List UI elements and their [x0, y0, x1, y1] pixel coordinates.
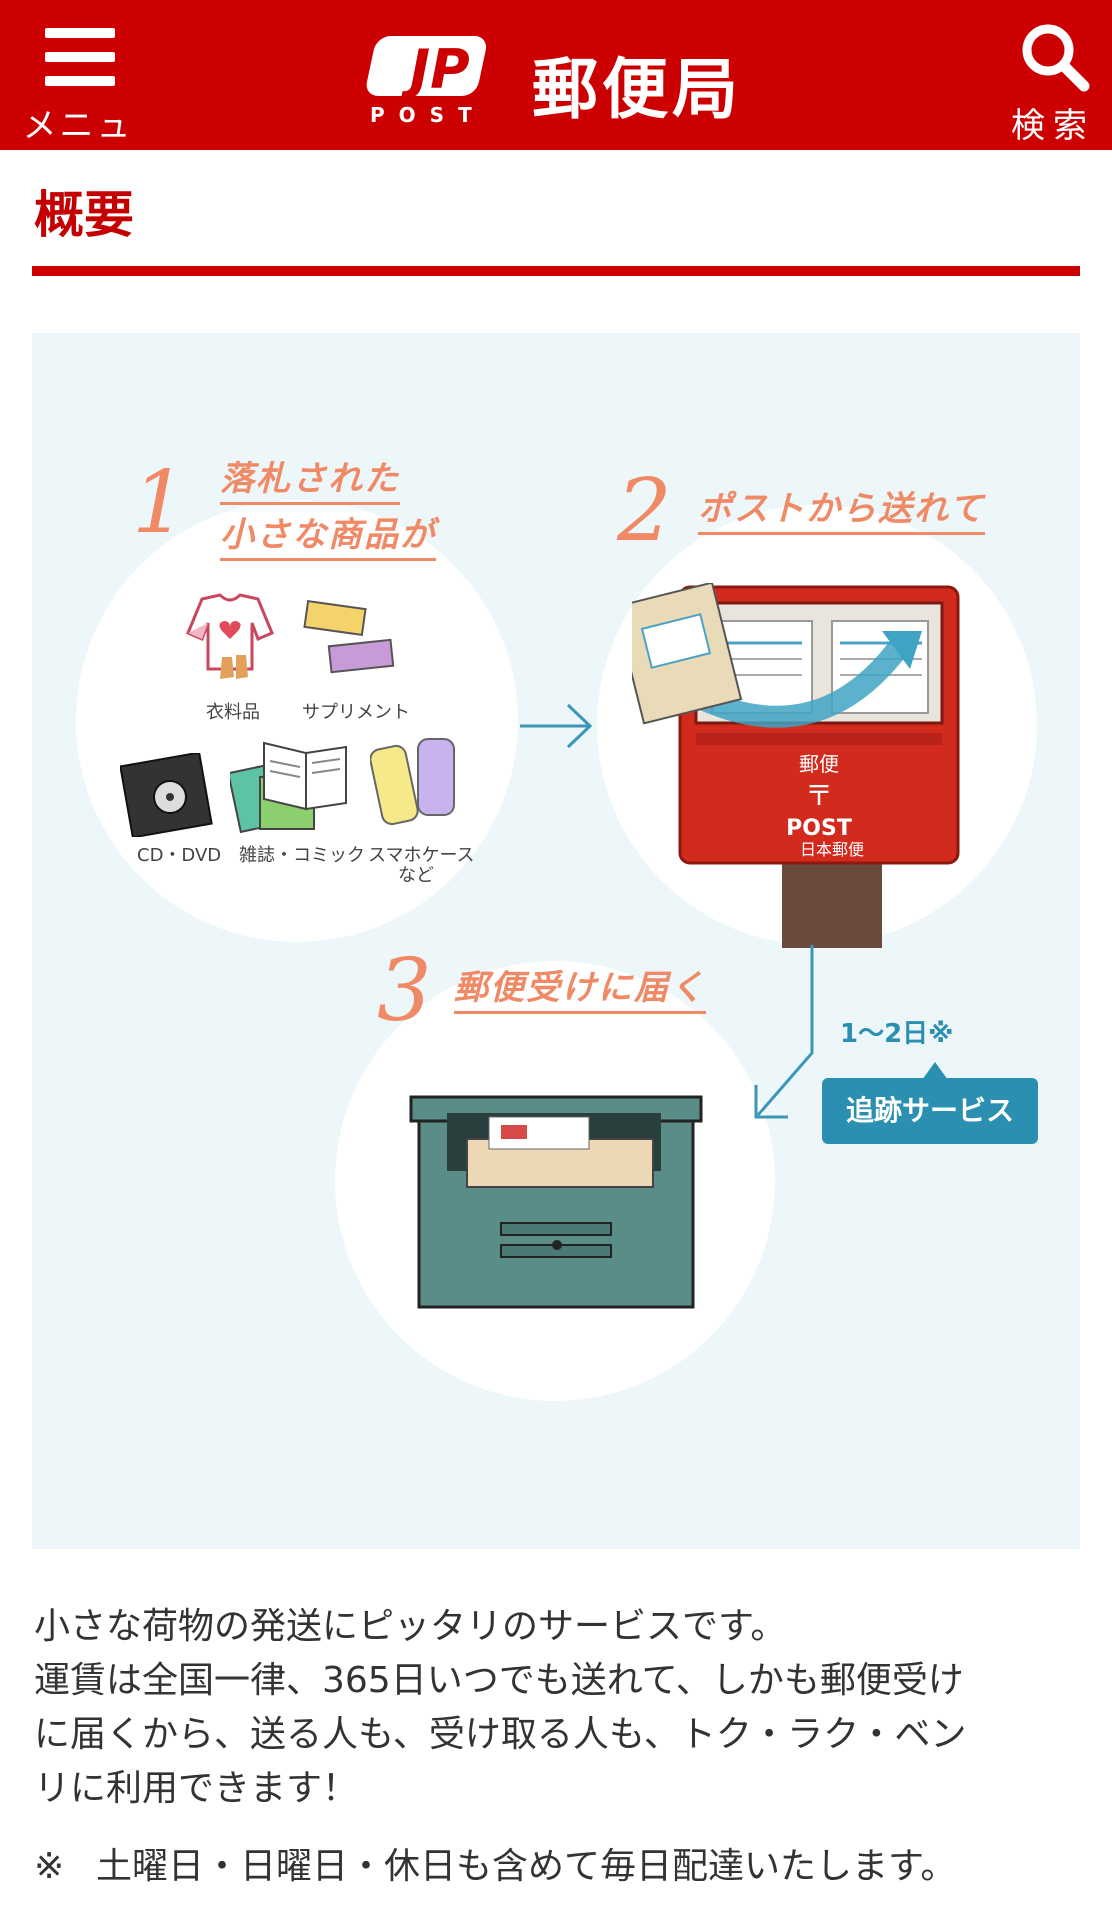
postbox-label-yubin: 郵便 — [799, 752, 839, 776]
tracking-pointer — [922, 1062, 948, 1080]
delivery-note: ※ 土曜日・日曜日・休日も含めて毎日配達いたします。 — [34, 1840, 1084, 1894]
note-text: 土曜日・日曜日・休日も含めて毎日配達いたします。 — [96, 1846, 957, 1887]
description-line-3: に届くから、送る人も、受け取る人も、トク・ラク・ベン — [34, 1714, 967, 1755]
brand-name: 郵便局 — [532, 51, 742, 128]
logo-sub: POST — [370, 103, 486, 126]
cd-dvd-icon — [120, 753, 213, 837]
item-label-phone-case: スマホケース — [368, 845, 475, 866]
search-button[interactable]: 検索 — [1000, 18, 1106, 146]
app-header: メニュー JP POST 郵便局 検索 — [0, 0, 1112, 195]
step2-number: 2 — [617, 461, 672, 561]
delivery-days: 1～2日※ — [840, 1019, 954, 1049]
step1-number: 1 — [132, 453, 187, 553]
item-label-clothing: 衣料品 — [206, 702, 260, 723]
step2-text: ポストから送れて — [698, 481, 985, 535]
step1-circle — [76, 500, 518, 942]
description-line-1: 小さな荷物の発送にピッタリのサービスです。 — [34, 1606, 787, 1647]
item-label-etc: など — [398, 865, 434, 886]
item-label-cd-dvd: CD・DVD — [137, 845, 222, 866]
service-illustration: 1 落札された 小さな商品が 衣料品 サプリメント CD・DVD 雑誌・コミック… — [32, 333, 1080, 1549]
section-divider — [32, 266, 1080, 276]
description-line-2: 運賃は全国一律、365日いつでも送れて、しかも郵便受け — [34, 1660, 964, 1701]
postbox-label-japanpost: 日本郵便 — [800, 840, 864, 859]
menu-button[interactable]: メニュー — [8, 18, 148, 195]
postbox-illustration: 郵便 〒 POST 日本郵便 — [632, 583, 960, 948]
arrow-right-icon — [520, 703, 593, 749]
supplement-icon — [303, 599, 395, 674]
search-icon — [1022, 24, 1090, 92]
arrow-down-left-icon — [754, 945, 814, 1119]
step1-text-line2: 小さな商品が — [220, 507, 436, 561]
service-description: 小さな荷物の発送にピッタリのサービスです。 運賃は全国一律、365日いつでも送れ… — [34, 1600, 1084, 1816]
tracking-service-button[interactable]: 追跡サービス — [822, 1078, 1038, 1144]
step1-text-line1: 落札された — [220, 451, 400, 505]
jp-post-logo[interactable]: JP POST 郵便局 — [366, 30, 756, 130]
postbox-postal-mark: 〒 — [805, 779, 833, 812]
note-mark: ※ — [34, 1846, 65, 1887]
item-label-supplement: サプリメント — [302, 702, 410, 723]
section-title: 概要 — [34, 186, 134, 244]
description-line-4: リに利用できます！ — [34, 1768, 359, 1809]
search-label: 検索 — [1011, 106, 1095, 146]
step3-number: 3 — [377, 941, 432, 1041]
magazine-icon — [230, 741, 347, 834]
mailbox-illustration — [409, 1095, 703, 1309]
clothing-icon — [186, 593, 274, 679]
logo-text: JP — [401, 38, 470, 101]
menu-label: メニュー — [22, 106, 134, 195]
hamburger-menu-icon — [45, 28, 115, 86]
item-label-magazine: 雑誌・コミック — [239, 845, 365, 866]
jp-logo-mark: JP POST — [366, 36, 487, 126]
postbox-label-post: POST — [786, 816, 852, 841]
step3-text: 郵便受けに届く — [454, 960, 706, 1014]
phone-case-icon — [370, 738, 455, 826]
